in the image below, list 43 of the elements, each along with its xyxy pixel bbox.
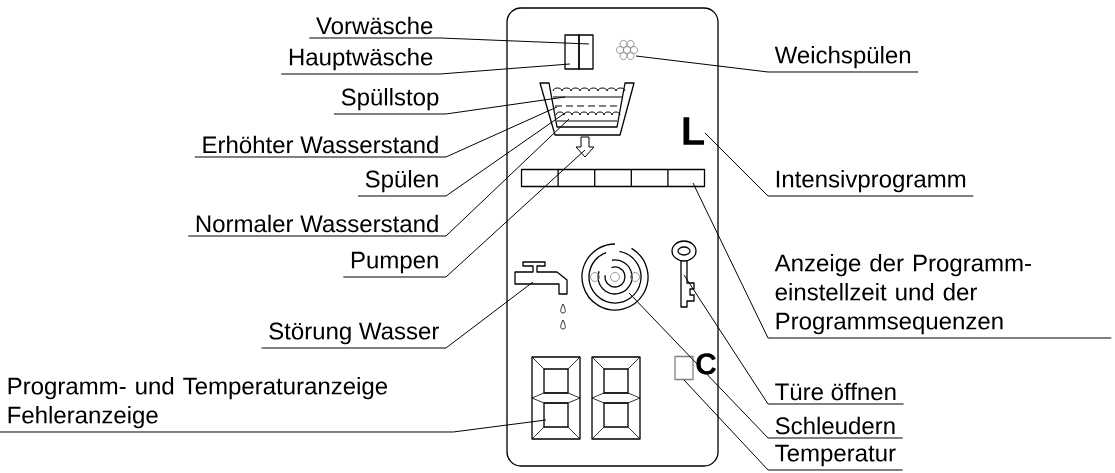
display-letter: L: [683, 117, 704, 145]
callout-label: Pumpen: [351, 251, 438, 274]
callout-label: Störung Wasser: [269, 322, 439, 345]
callout-label: Türe öffnen: [775, 382, 896, 401]
display-letter: C: [696, 353, 716, 375]
flower-icon: [616, 40, 638, 60]
leader-line: [357, 112, 566, 197]
leader-line: [704, 132, 974, 197]
tap-icon: [514, 261, 568, 330]
leader-line: [0, 419, 547, 433]
digit-display: [531, 356, 641, 440]
leader-line: [308, 37, 590, 45]
leader-line: [280, 63, 571, 75]
callout-label: Programm- und Temperaturanzeige Fehleranzeige: [8, 376, 388, 429]
leader-line: [683, 274, 905, 405]
callout-label: Schleudern: [775, 416, 895, 435]
key-icon: [671, 240, 697, 308]
leader-line: [261, 281, 534, 349]
callout-label: Anzeige der Programm- einstellzeit und der Programmsequenzen: [774, 253, 1031, 335]
indicator-square: [674, 355, 694, 381]
leader-line: [333, 96, 566, 115]
indicator-square: [578, 34, 594, 70]
leader-line: [342, 149, 586, 278]
indicator-square: [564, 34, 580, 70]
leader-line: [194, 106, 558, 158]
callout-label: Spülen: [365, 169, 438, 193]
leader-line: [683, 379, 904, 471]
callout-label: Temperatur: [775, 444, 896, 467]
leader-line: [628, 292, 904, 439]
callout-label: Erhöhter Wasserstand: [203, 135, 438, 154]
callout-label: Weichspülen: [774, 45, 911, 69]
callout-label: Intensivprogramm: [776, 169, 966, 193]
tub-drawing: [539, 82, 635, 136]
segment-bar: [520, 168, 706, 188]
callout-label: Vorwäsche: [316, 16, 433, 35]
callout-label: Hauptwäsche: [289, 47, 433, 71]
leader-line: [692, 182, 1112, 339]
leader-line: [635, 55, 919, 73]
callout-label: Spüllstop: [341, 87, 439, 111]
leader-line: [187, 118, 570, 237]
drain-arrow-icon: [575, 136, 595, 158]
callout-label: Normaler Wasserstand: [196, 214, 438, 233]
spiral-icon: [581, 243, 649, 311]
